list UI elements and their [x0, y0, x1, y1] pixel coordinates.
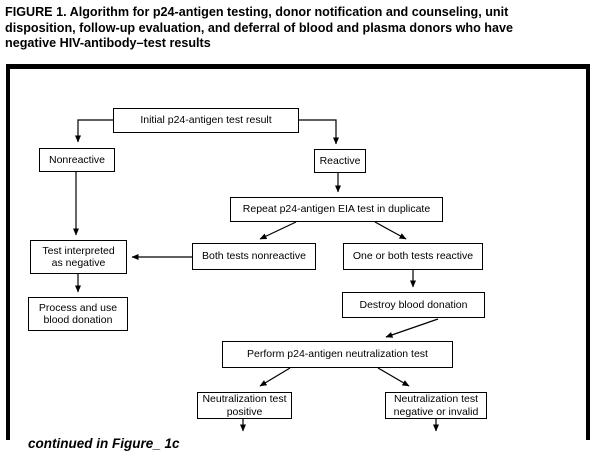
flow-node-reactive: Reactive: [314, 149, 366, 173]
flow-node-one-or-both-reactive: One or both tests reactive: [343, 243, 483, 270]
flow-node-repeat-eia: Repeat p24-antigen EIA test in duplicate: [230, 197, 443, 222]
flow-node-destroy-donation: Destroy blood donation: [342, 292, 485, 318]
flowchart-frame: [6, 64, 590, 440]
flow-node-both-tests-nonreactive: Both tests nonreactive: [192, 243, 316, 270]
flow-node-nonreactive: Nonreactive: [39, 148, 115, 172]
flow-node-initial-test: Initial p24-antigen test result: [113, 108, 299, 133]
figure-title-line-1: FIGURE 1. Algorithm for p24-antigen test…: [5, 5, 509, 19]
flow-node-perform-neutralization: Perform p24-antigen neutralization test: [222, 341, 453, 368]
flow-node-neutralization-positive: Neutralization test positive: [197, 392, 292, 419]
figure-title-line-2: disposition, follow-up evaluation, and d…: [5, 20, 513, 35]
figure-title-line-3: negative HIV-antibody–test results: [5, 36, 211, 50]
flow-node-test-interpreted-negative: Test interpreted as negative: [30, 240, 127, 274]
figure-title: FIGURE 1. Algorithm for p24-antigen test…: [5, 5, 597, 52]
flow-node-neutralization-negative: Neutralization test negative or invalid: [385, 392, 487, 419]
continued-note: continued in Figure_ 1c: [28, 436, 180, 451]
flow-node-process-and-use: Process and use blood donation: [28, 297, 128, 331]
